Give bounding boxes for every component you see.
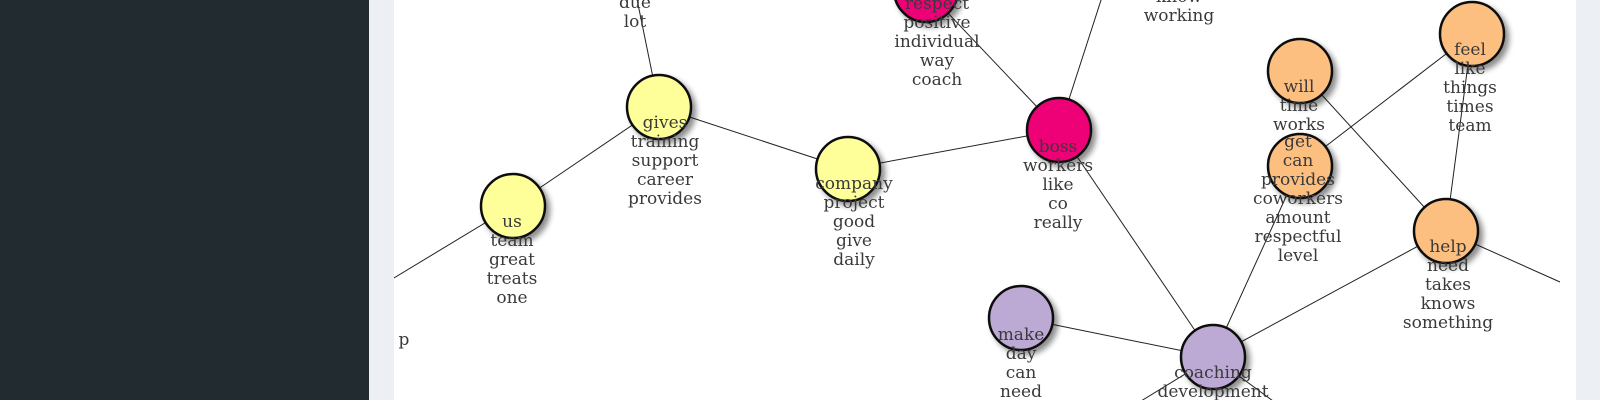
node-get-word-4: amount bbox=[1265, 208, 1330, 228]
node-top-left-word-1: lot bbox=[624, 12, 647, 32]
node-help-word-3: knows bbox=[1421, 294, 1476, 314]
node-us-word-3: treats bbox=[487, 269, 538, 289]
node-help[interactable] bbox=[1412, 197, 1480, 265]
node-feel-word-1: like bbox=[1454, 59, 1485, 79]
node-working-word-1: working bbox=[1144, 6, 1215, 26]
node-boss-word-3: co bbox=[1048, 194, 1068, 214]
node-respect-word-0: respect bbox=[905, 0, 969, 14]
node-gives-word-0: gives bbox=[643, 113, 688, 133]
edge-company-boss bbox=[847, 129, 1060, 170]
node-coaching-word-1: development bbox=[1157, 382, 1268, 400]
sidebar bbox=[0, 0, 369, 400]
node-gives-word-1: training bbox=[631, 132, 700, 152]
edge-boss-coaching bbox=[1058, 129, 1214, 358]
nodes-layer bbox=[479, 0, 1506, 391]
node-working-word-0: know bbox=[1156, 0, 1202, 7]
node-get-word-2: provides bbox=[1261, 170, 1335, 190]
node-make-word-0: make bbox=[998, 325, 1045, 345]
node-us-word-1: team bbox=[490, 231, 533, 251]
node-make-word-2: can bbox=[1006, 363, 1037, 383]
node-boss[interactable] bbox=[1025, 96, 1093, 164]
node-gives-word-2: support bbox=[632, 151, 699, 171]
node-feel-word-2: things bbox=[1443, 78, 1497, 98]
node-will-word-1: time bbox=[1280, 96, 1318, 116]
node-gives-word-4: provides bbox=[628, 189, 702, 209]
node-company-word-0: company bbox=[815, 174, 893, 194]
node-boss-word-0: boss bbox=[1039, 137, 1078, 157]
node-feel-word-4: team bbox=[1448, 116, 1491, 136]
node-respect-word-4: coach bbox=[912, 70, 962, 90]
node-company[interactable] bbox=[814, 135, 882, 203]
edge-will-help bbox=[1299, 70, 1447, 232]
node-respect-word-3: way bbox=[920, 51, 955, 71]
node-coaching[interactable] bbox=[1179, 323, 1247, 391]
node-help-word-4: something bbox=[1403, 313, 1493, 333]
node-feel[interactable] bbox=[1438, 0, 1506, 68]
node-company-word-4: daily bbox=[833, 250, 875, 270]
node-respect-word-2: individual bbox=[894, 32, 979, 52]
node-company-word-3: give bbox=[836, 231, 872, 251]
word-network-graph: duelotgivestrainingsupportcareerprovides… bbox=[394, 0, 1561, 400]
node-feel-word-0: feel bbox=[1454, 40, 1486, 60]
node-us[interactable] bbox=[479, 172, 547, 240]
node-boss-word-2: like bbox=[1042, 175, 1073, 195]
node-get-word-1: can bbox=[1283, 151, 1314, 171]
node-feel-word-3: times bbox=[1446, 97, 1493, 117]
edge-coaching-help bbox=[1212, 230, 1447, 358]
edge-get-feel bbox=[1299, 33, 1473, 167]
node-help-word-1: need bbox=[1427, 256, 1469, 276]
node-get-word-0: get bbox=[1284, 132, 1312, 152]
node-boss-word-4: really bbox=[1034, 213, 1083, 233]
node-coaching-word-0: coaching bbox=[1174, 363, 1252, 383]
node-boss-word-1: workers bbox=[1023, 156, 1093, 176]
node-make[interactable] bbox=[987, 284, 1055, 352]
node-will[interactable] bbox=[1266, 37, 1334, 105]
node-get-word-5: respectful bbox=[1255, 227, 1342, 247]
node-will-word-0: will bbox=[1284, 77, 1315, 97]
node-top-left-word-0: due bbox=[619, 0, 651, 13]
node-respect-word-1: positive bbox=[903, 13, 970, 33]
node-get-word-3: coworkers bbox=[1253, 189, 1343, 209]
node-get[interactable] bbox=[1266, 132, 1334, 200]
edge-coaching-get bbox=[1212, 165, 1301, 358]
edges-layer bbox=[394, 0, 1561, 400]
node-will-word-2: works bbox=[1273, 115, 1325, 135]
node-help-word-0: help bbox=[1429, 237, 1466, 257]
node-gives[interactable] bbox=[625, 73, 693, 141]
node-left-edge-word-0: p bbox=[399, 330, 410, 350]
node-us-word-4: one bbox=[496, 288, 527, 308]
node-respect[interactable] bbox=[894, 0, 958, 24]
node-gives-word-3: career bbox=[637, 170, 694, 190]
node-make-word-1: day bbox=[1006, 344, 1037, 364]
node-make-word-3: need bbox=[1000, 382, 1042, 400]
node-company-word-2: good bbox=[833, 212, 875, 232]
labels-layer: duelotgivestrainingsupportcareerprovides… bbox=[399, 0, 1497, 400]
node-company-word-1: project bbox=[824, 193, 885, 213]
node-get-word-6: level bbox=[1278, 246, 1319, 266]
node-help-word-2: takes bbox=[1425, 275, 1471, 295]
node-us-word-0: us bbox=[502, 212, 522, 232]
node-us-word-2: great bbox=[489, 250, 535, 270]
